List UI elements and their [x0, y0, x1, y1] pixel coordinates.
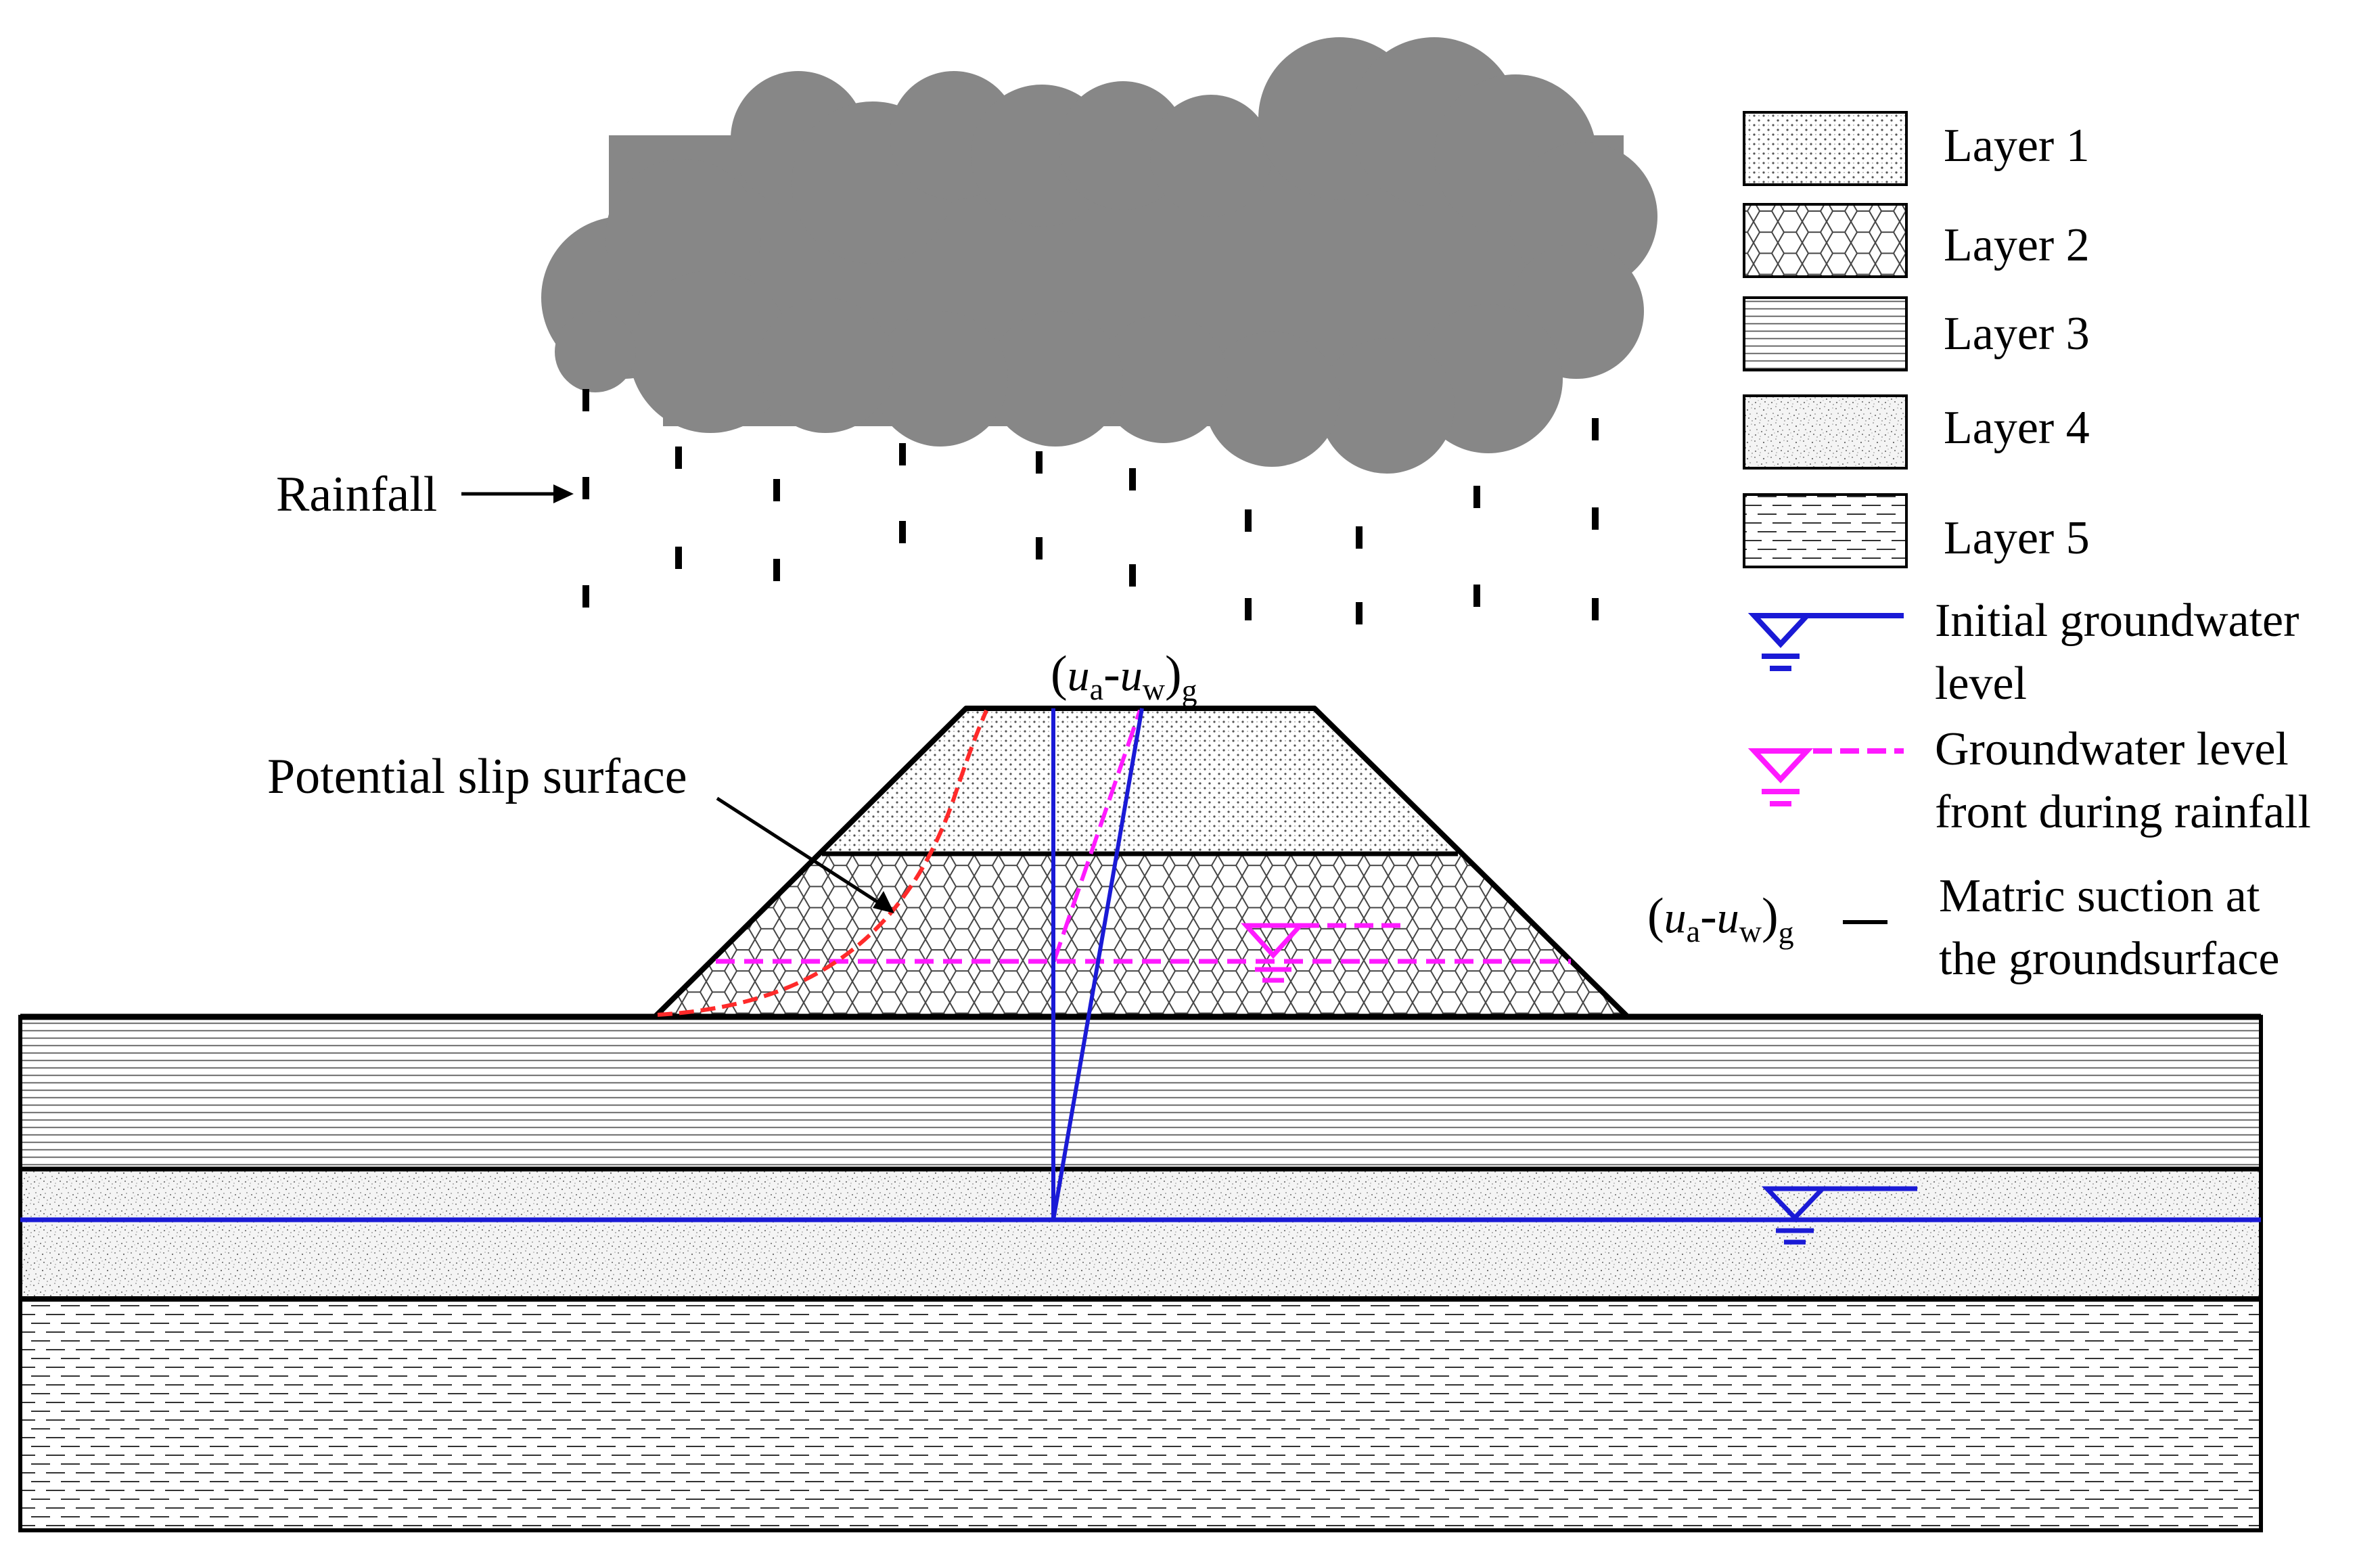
- legend-swatch-layer-1: [1743, 111, 1908, 186]
- rainfall-label: Rainfall: [276, 467, 437, 522]
- legend-swatch-layer-3: [1743, 296, 1908, 371]
- rain-water-table-symbol: [1241, 923, 1400, 983]
- embankment-layer-1: [822, 708, 1458, 854]
- raindrops: [582, 389, 1599, 624]
- slip-surface-arrow: [716, 796, 894, 913]
- legend-suction-line2: the groundsurface: [1939, 933, 2279, 985]
- legend: Layer 1 Layer 2 Layer 3 Layer 4 Layer 5 …: [1647, 111, 2311, 985]
- legend-swatch-layer-4: [1743, 394, 1908, 470]
- legend-label-layer-5: Layer 5: [1944, 512, 2090, 564]
- legend-rain-gwl-icon: [1747, 748, 1904, 806]
- legend-label-layer-3: Layer 3: [1944, 308, 2090, 360]
- legend-suction-symbol: (ua-uw)g: [1647, 888, 1794, 950]
- slip-surface-label: Potential slip surface: [267, 749, 687, 804]
- legend-swatch-layer-2: [1743, 203, 1908, 278]
- legend-rain-gwl-line1: Groundwater level: [1935, 723, 2289, 775]
- slip-surface-curve: [657, 709, 988, 1017]
- legend-suction-line1: Matric suction at: [1939, 870, 2260, 922]
- rain-suction-profile: [1052, 710, 1142, 962]
- layer-5-ground: [20, 1299, 2261, 1530]
- legend-initial-gwl-icon: [1747, 613, 1904, 671]
- layer-3-ground: [20, 1017, 2261, 1169]
- initial-suction-profile: [1051, 708, 1144, 1220]
- suction-symbol-crest: (ua-uw)g: [1051, 646, 1197, 708]
- layer-4-ground: [20, 1169, 2261, 1299]
- legend-initial-gwl-line2: level: [1935, 658, 2027, 710]
- cloud: [541, 37, 1657, 474]
- legend-label-layer-1: Layer 1: [1944, 120, 2090, 172]
- legend-initial-gwl-line1: Initial groundwater: [1935, 595, 2299, 647]
- embankment-layer-2: [655, 854, 1628, 1017]
- legend-label-layer-4: Layer 4: [1944, 402, 2090, 454]
- legend-rain-gwl-line2: front during rainfall: [1935, 786, 2311, 838]
- legend-label-layer-2: Layer 2: [1944, 219, 2090, 271]
- legend-swatch-layer-5: [1743, 493, 1908, 568]
- initial-water-table-symbol: [1761, 1186, 1917, 1245]
- rainfall-arrow: [461, 484, 574, 503]
